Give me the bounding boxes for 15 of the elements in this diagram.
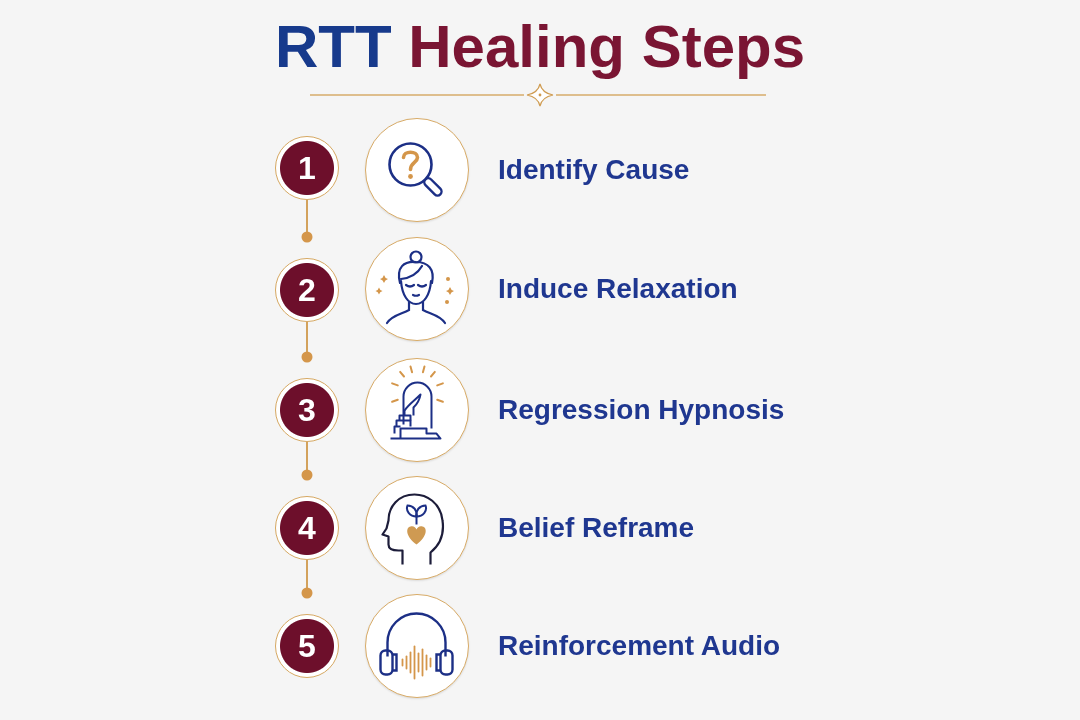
connector-line bbox=[301, 441, 313, 481]
connector-line bbox=[301, 321, 313, 363]
step-number-circle: 3 bbox=[275, 378, 339, 442]
step-title: Induce Relaxation bbox=[498, 272, 738, 306]
connector-line bbox=[301, 199, 313, 243]
step-title: Belief Reframe bbox=[498, 511, 695, 545]
step-number-circle: 4 bbox=[275, 496, 339, 560]
step-title: Identify Cause bbox=[498, 153, 690, 187]
step-number-circle: 5 bbox=[275, 614, 339, 678]
step-title: Regression Hypnosis bbox=[498, 393, 785, 427]
step-number-circle: 2 bbox=[275, 258, 339, 322]
step-title: Reinforcement Audio bbox=[498, 629, 781, 663]
connector-line bbox=[301, 559, 313, 599]
title: RTT Healing Steps bbox=[274, 12, 806, 82]
step-number-circle: 1 bbox=[275, 136, 339, 200]
